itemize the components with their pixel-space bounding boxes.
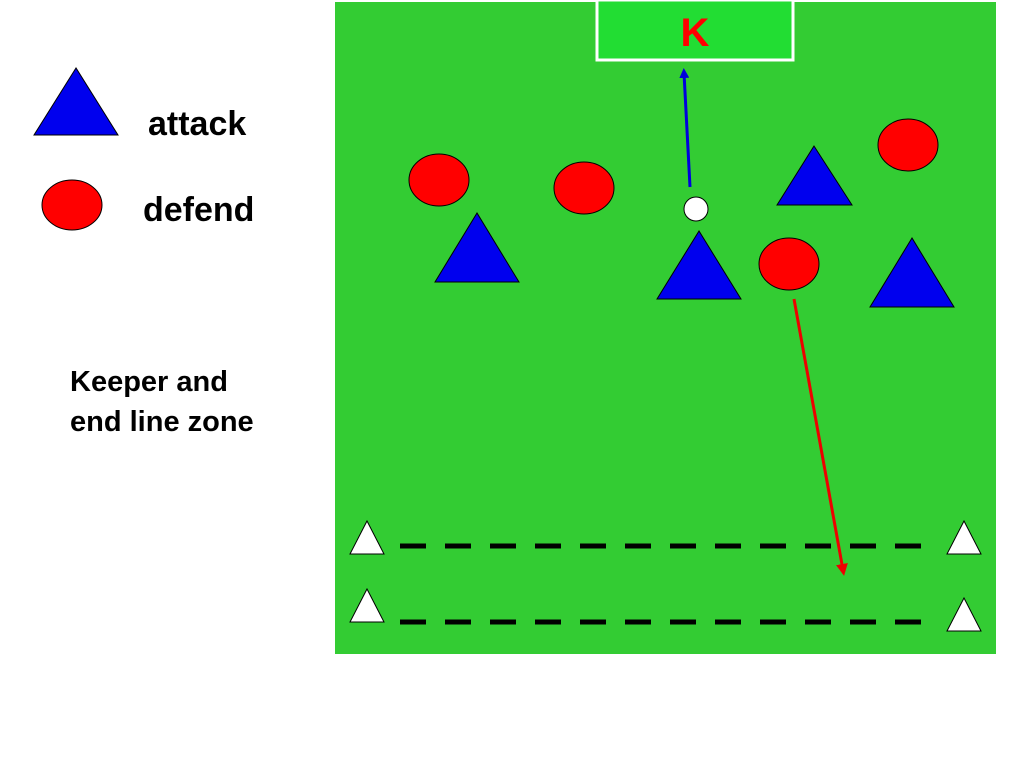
playing-field [335, 2, 996, 654]
legend-attack-triangle [33, 67, 119, 136]
attacker-player [869, 237, 955, 308]
defender-player [553, 161, 615, 215]
attacker-player [434, 212, 520, 283]
defender-player [758, 237, 820, 291]
goal-box [595, 0, 795, 62]
keeper-label: K [681, 11, 710, 55]
attacker-player [776, 145, 853, 206]
zone-description-line-2: end line zone [70, 406, 254, 438]
defender-player [408, 153, 470, 207]
legend-attack-label: attack [148, 105, 247, 143]
cone-marker [349, 587, 385, 623]
legend-defend-circle [41, 179, 103, 231]
defend-run-arrow [792, 298, 848, 576]
legend-defend-label: defend [143, 191, 255, 229]
attack-run-arrow [679, 68, 692, 188]
defender-player [877, 118, 939, 172]
zone-description: Keeper and end line zone [70, 362, 254, 442]
cone-marker [946, 596, 982, 632]
zone-description-line-1: Keeper and [70, 366, 228, 398]
attacker-player [656, 230, 742, 300]
cone-marker [349, 519, 385, 555]
cone-marker [946, 519, 982, 555]
ball [683, 196, 709, 222]
